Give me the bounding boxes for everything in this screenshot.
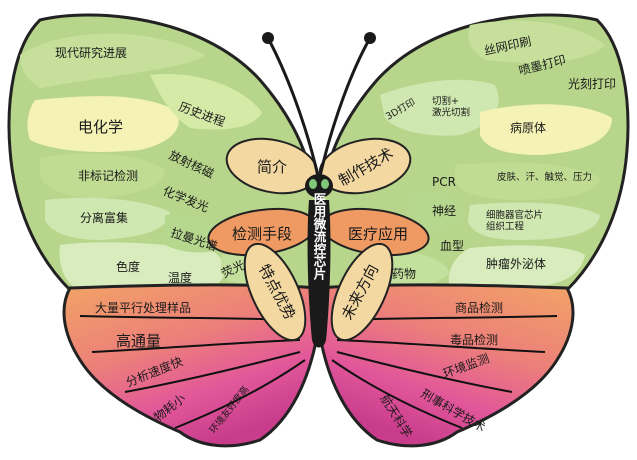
right-label-neural: 神经 (432, 204, 456, 218)
left-band-electro (27, 96, 179, 152)
right-lower-vein-2 (336, 339, 546, 353)
left-band-separation (45, 197, 170, 240)
butterfly-body (262, 32, 376, 348)
left-label-color: 色度 (116, 259, 140, 274)
right-label-cut: 切割+激光切割 (432, 95, 470, 118)
right-label-sweat: 皮肤、汗、触觉、压力 (497, 171, 592, 183)
right-label-litho: 光刻打印 (568, 77, 616, 91)
right-band-drug (380, 252, 450, 287)
right-lower-wing-shape (317, 283, 575, 448)
right-label-tumor: 肿瘤外泌体 (486, 256, 546, 271)
right-band-cut (380, 79, 499, 136)
petal-features[interactable] (232, 235, 318, 349)
petal-intro-label: 简介 (257, 158, 287, 176)
butterfly-eye-right (321, 179, 329, 189)
left-band-history (150, 74, 262, 130)
petal-detection-label: 检测手段 (232, 225, 292, 243)
left-lower-wing-shape (62, 283, 320, 448)
left-lower-vein-4 (174, 359, 306, 429)
right-lower-label-narcotics: 毒品检测 (450, 332, 498, 347)
butterfly-eye-left (309, 179, 317, 189)
left-band-modern (20, 33, 205, 88)
right-band-organ (468, 202, 600, 240)
right-band-tumor (448, 245, 585, 288)
antenna-right-tip (364, 32, 376, 44)
left-band-color (59, 242, 225, 288)
left-band-labelfree (40, 153, 165, 198)
right-lower-label-commodity: 商品检测 (455, 300, 503, 315)
petal-medical-label: 医疗应用 (348, 225, 408, 243)
right-band-silk (468, 20, 605, 63)
left-lower-vein-2 (91, 339, 301, 353)
left-label-separation: 分离富集 (80, 210, 128, 225)
right-label-pcr: PCR (432, 175, 456, 189)
left-label-electrochem: 电化学 (78, 118, 123, 136)
right-band-neural (410, 192, 462, 230)
body-label: 医用微流控芯片 (312, 192, 327, 280)
left-label-labelfree: 非标记检测 (78, 168, 138, 183)
petal-future[interactable] (319, 235, 405, 349)
left-label-modern: 现代研究进展 (55, 45, 127, 60)
left-lower-vein-3 (124, 351, 301, 393)
right-lower-vein-3 (336, 351, 513, 393)
right-band-pathogen (480, 104, 612, 155)
antenna-right (318, 37, 372, 177)
right-lower-wing (317, 283, 575, 448)
left-label-temperature: 温度 (168, 270, 192, 285)
left-lower-wing (62, 283, 320, 448)
right-label-blood: 血型 (440, 239, 464, 253)
right-lower-vein-4 (331, 359, 463, 429)
center-petals (207, 137, 430, 349)
right-band-sweat (455, 162, 600, 200)
antenna-left-tip (262, 32, 274, 44)
right-label-pathogen: 病原体 (510, 120, 546, 135)
butterfly-abdomen (307, 200, 331, 348)
left-lower-label-parallel: 大量平行处理样品 (95, 300, 191, 315)
right-label-organ: 细胞器官芯片组织工程 (486, 209, 543, 232)
right-label-drug: 药物 (392, 267, 416, 281)
left-lower-label-throughput: 高通量 (116, 332, 161, 350)
antenna-left (266, 37, 320, 177)
left-upper-wing (7, 13, 320, 296)
